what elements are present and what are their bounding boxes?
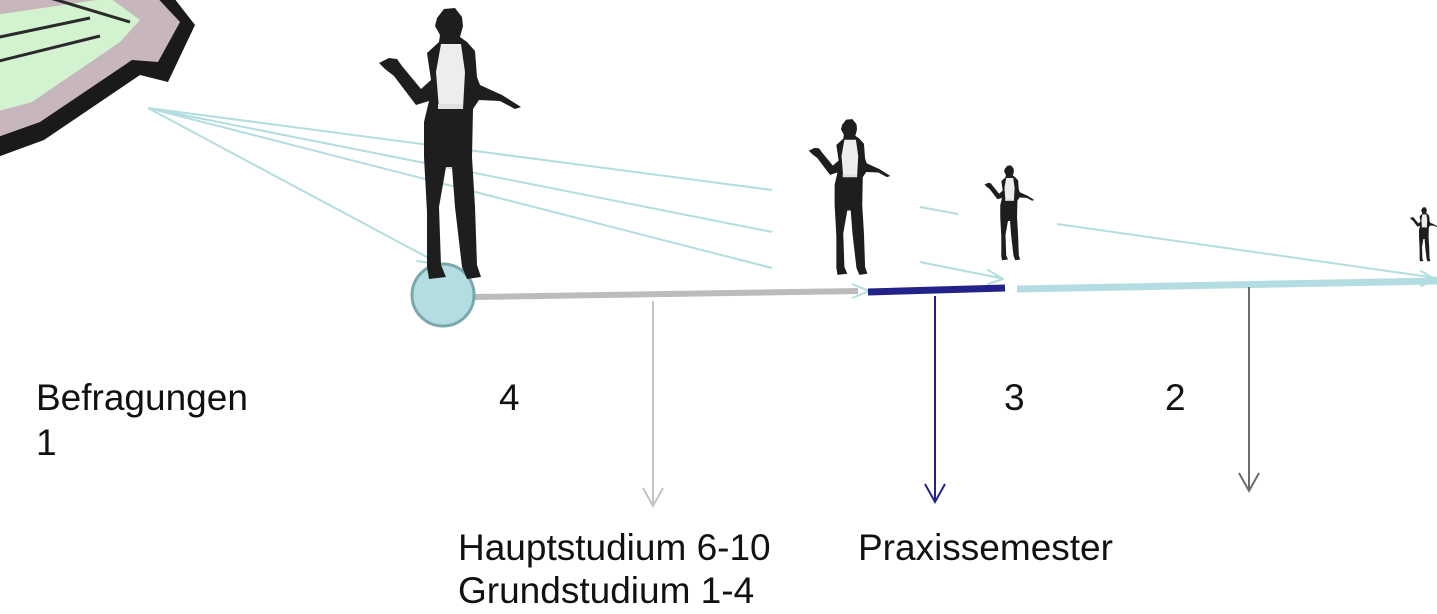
label-survey-3: 3: [1004, 377, 1025, 418]
pointer-arrow-hauptstudium: [642, 301, 664, 509]
circle-start-icon: [410, 262, 476, 328]
person-figure-medium: [808, 119, 891, 275]
pointer-arrow-final: [1238, 287, 1260, 494]
pointer-arrow-praxissemester: [924, 296, 946, 505]
label-grundstudium: Grundstudium 1-4: [458, 570, 755, 611]
projection-line-lower-continued: [919, 261, 1001, 279]
label-befragungen: Befragungen: [36, 377, 248, 418]
label-befragungen-number: 1: [36, 422, 57, 463]
tablet-clipboard-icon: [0, 0, 195, 157]
label-praxissemester: Praxissemester: [858, 527, 1113, 568]
projection-line-to-marker: [147, 107, 437, 263]
label-hauptstudium: Hauptstudium 6-10: [458, 527, 771, 568]
label-survey-2: 2: [1165, 377, 1186, 418]
timeline-segment-praxissemester: [867, 284, 1006, 296]
label-survey-4: 4: [499, 377, 520, 418]
person-figure-small: [984, 165, 1035, 261]
projection-line-right: [1056, 223, 1437, 279]
timeline-segment-hauptstudium: [472, 288, 859, 300]
arrowhead-point-3: [987, 269, 1004, 285]
timeline-segment-final: [1016, 277, 1437, 293]
projection-line-upper-continued: [919, 206, 959, 215]
person-figure-large: [379, 8, 521, 279]
person-figure-tiny: [1410, 207, 1437, 262]
